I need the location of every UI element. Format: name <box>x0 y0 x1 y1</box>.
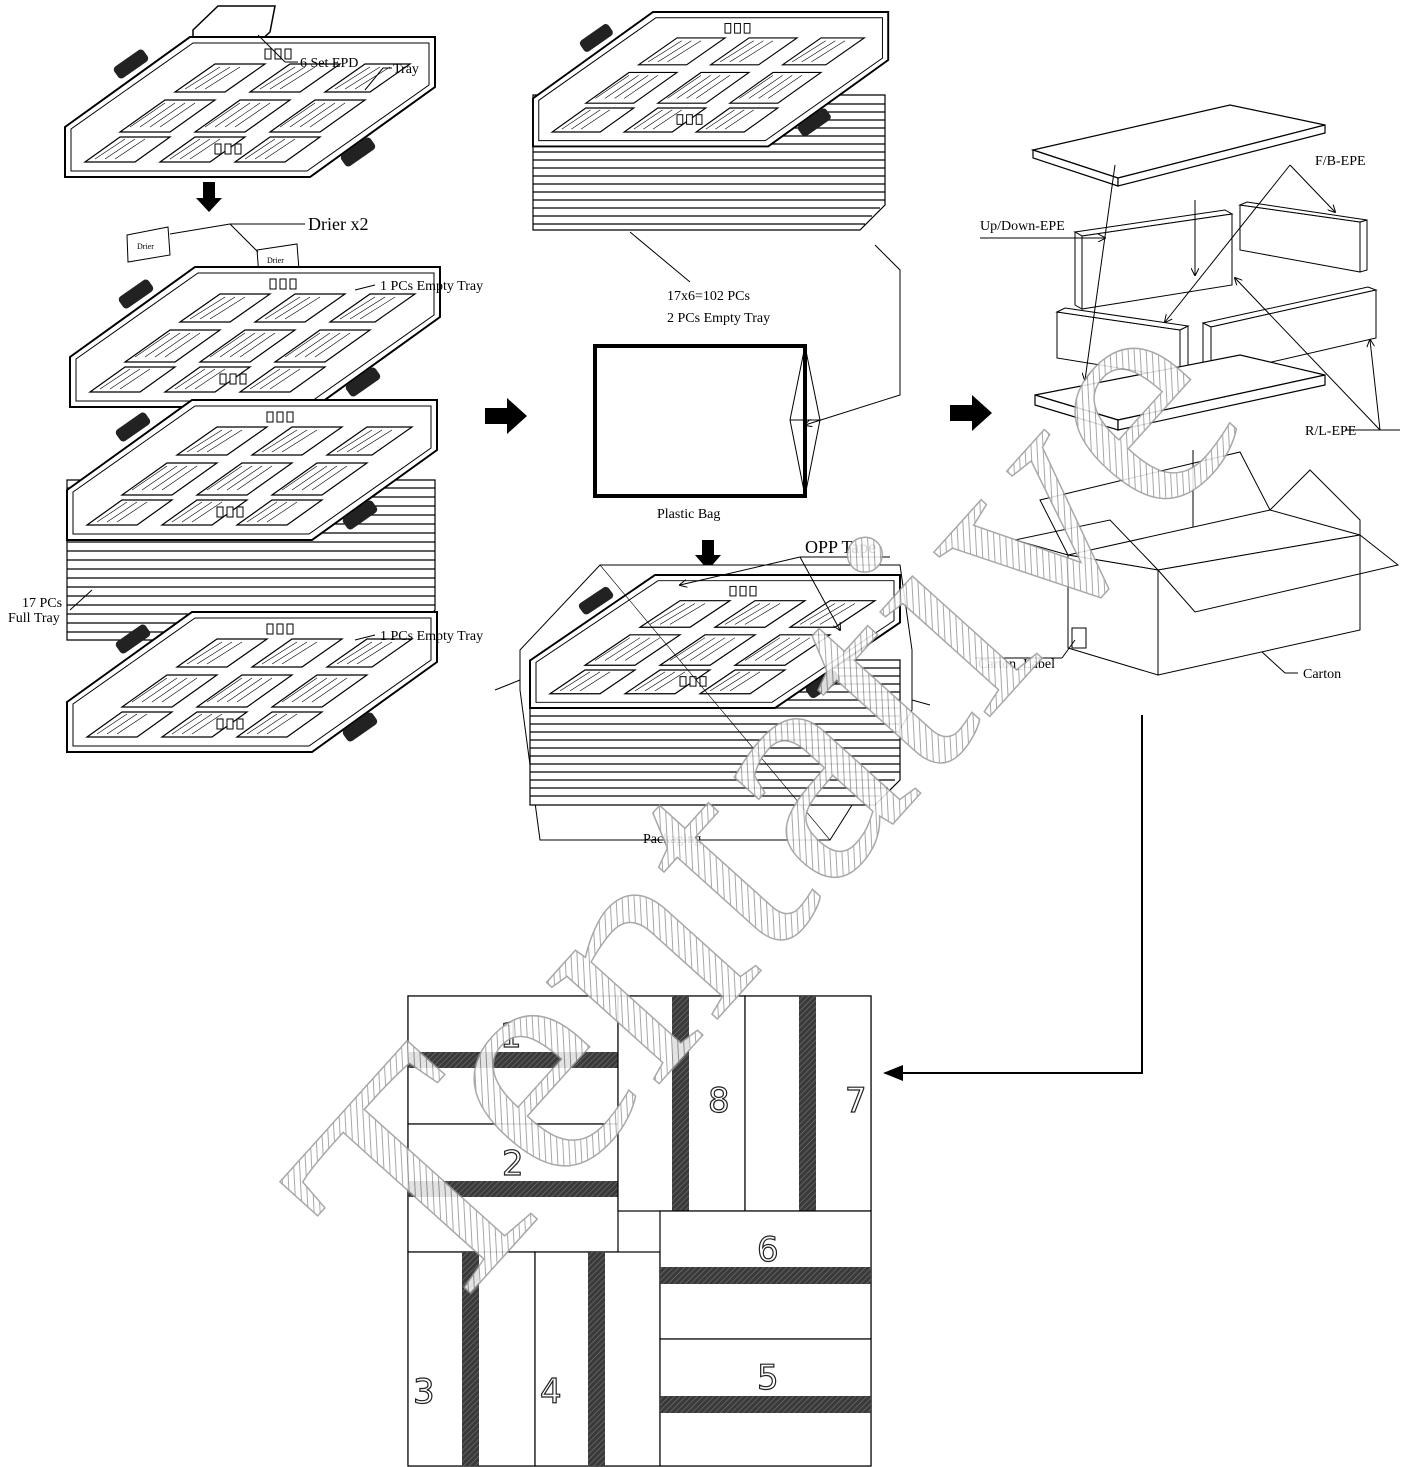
label-empty-tray-bottom: 1 PCs Empty Tray <box>380 629 483 644</box>
label-6-set-epd: 6 Set EPD <box>300 56 358 71</box>
pallet-number-6: 6 <box>757 1230 779 1270</box>
epe-bottom-board <box>1034 354 1326 431</box>
label-tray: Tray <box>393 62 419 77</box>
pallet-number-4: 4 <box>540 1372 562 1412</box>
down-arrow-1 <box>196 182 222 212</box>
label-empty-tray-top: 1 PCs Empty Tray <box>380 279 483 294</box>
pallet-number-2: 2 <box>502 1144 524 1184</box>
label-drier: Drier x2 <box>308 214 368 234</box>
label-carton: Carton <box>1303 667 1341 682</box>
carton-box <box>1014 451 1400 676</box>
pallet-numbers: 1 2 3 4 5 6 7 8 <box>412 1015 867 1412</box>
full-tray-stack <box>66 399 438 641</box>
label-opp-tape: OPP Tape <box>805 537 876 557</box>
pallet-number-1: 1 <box>500 1016 522 1056</box>
pallet-number-3: 3 <box>413 1372 435 1412</box>
label-packaging: Packaging <box>643 832 701 847</box>
tray-stack-102 <box>532 11 890 231</box>
pallet-layout <box>407 995 872 1467</box>
label-count-2: 2 PCs Empty Tray <box>667 311 770 326</box>
packaged-stack <box>494 564 931 841</box>
epe-top-board <box>1030 104 1326 187</box>
label-updown-epe: Up/Down-EPE <box>980 219 1065 234</box>
svg-text:Drier: Drier <box>137 242 154 251</box>
label-carton-label: Carton_Label <box>978 657 1055 672</box>
pallet-number-8: 8 <box>708 1081 730 1121</box>
label-plastic-bag: Plastic Bag <box>657 507 720 522</box>
drier-left: Drier <box>126 226 171 263</box>
label-full-tray-1: 17 PCs <box>22 596 62 611</box>
label-fb-epe: F/B-EPE <box>1315 154 1366 169</box>
right-arrow-1 <box>485 398 527 434</box>
down-arrow-2 <box>695 540 721 570</box>
label-count-1: 17x6=102 PCs <box>667 289 750 304</box>
label-full-tray-2: Full Tray <box>8 611 60 626</box>
plastic-bag <box>593 344 821 498</box>
epe-back <box>1238 201 1368 273</box>
svg-text:Drier: Drier <box>267 256 284 265</box>
connector-arrow <box>883 715 1143 1081</box>
pallet-number-7: 7 <box>845 1081 867 1121</box>
pallet-number-5: 5 <box>757 1358 779 1398</box>
label-rl-epe: R/L-EPE <box>1305 424 1356 439</box>
tray-top <box>64 36 436 178</box>
right-arrow-2 <box>950 395 992 431</box>
